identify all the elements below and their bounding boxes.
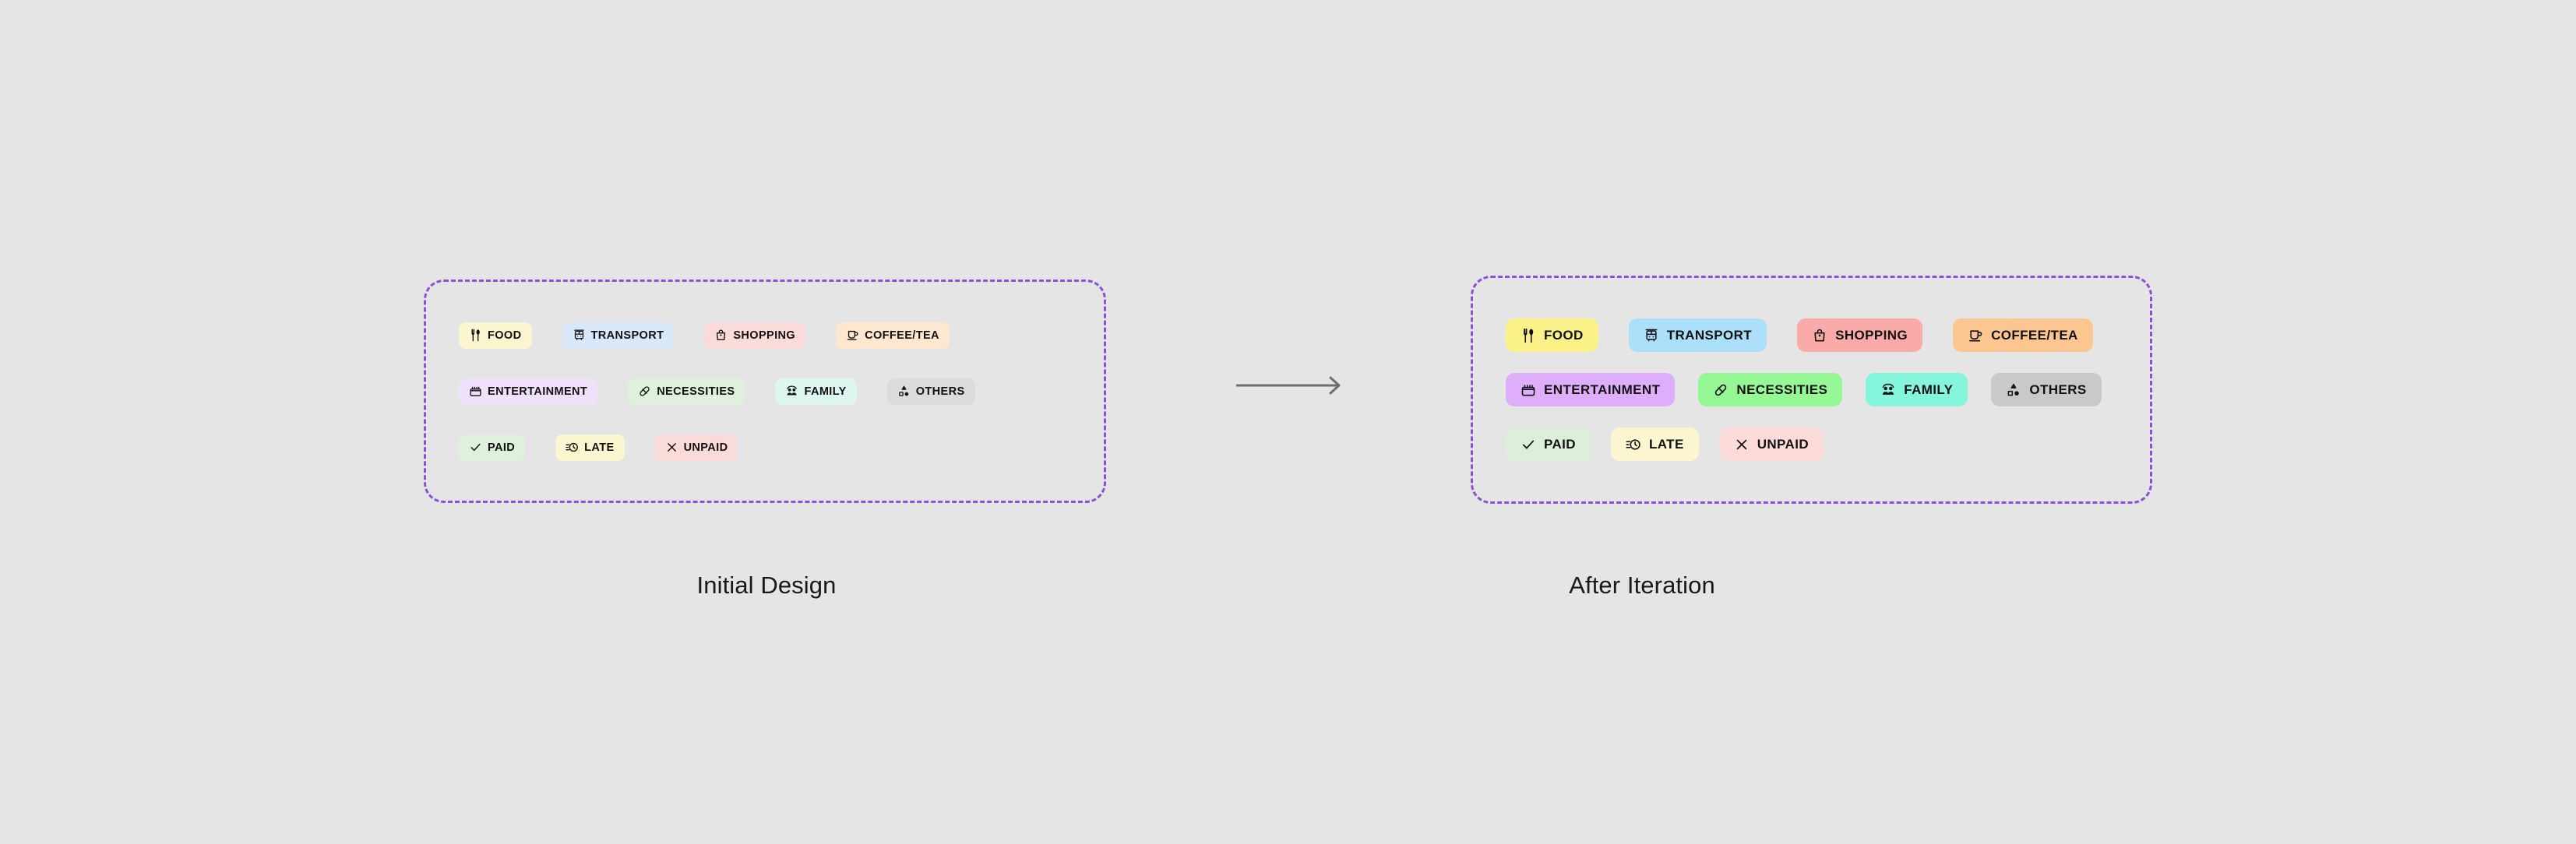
chip-label: NECESSITIES <box>1736 382 1828 397</box>
chip-shopping[interactable]: SHOPPING <box>704 322 806 349</box>
chip-label: OTHERS <box>2029 382 2087 397</box>
chip-label: ENTERTAINMENT <box>1544 382 1661 397</box>
chip-necessities[interactable]: NECESSITIES <box>1698 373 1843 406</box>
chip-unpaid[interactable]: UNPAID <box>1718 427 1824 461</box>
chip-paid[interactable]: PAID <box>459 434 526 461</box>
chip-label: SHOPPING <box>1835 327 1908 343</box>
chip-transport[interactable]: TRANSPORT <box>562 322 675 349</box>
fork-spoon-icon <box>469 329 482 342</box>
fork-spoon-icon <box>1521 328 1536 343</box>
check-icon <box>1521 437 1536 452</box>
clock-icon <box>566 441 579 454</box>
check-icon <box>469 441 482 454</box>
chip-label: NECESSITIES <box>657 385 735 398</box>
chip-label: TRANSPORT <box>1666 327 1753 343</box>
chip-label: FAMILY <box>804 385 847 398</box>
bus-icon <box>1644 328 1659 343</box>
chip-label: FAMILY <box>1904 382 1954 397</box>
chip-label: TRANSPORT <box>590 329 664 342</box>
chip-label: SHOPPING <box>733 329 796 342</box>
iteration-arrow-icon <box>1235 375 1348 396</box>
chip-transport[interactable]: TRANSPORT <box>1628 318 1767 352</box>
coffee-cup-icon <box>846 329 859 342</box>
chip-row-categories-1: FOOD TRANSPORT SHOPPING COFFEE/TEA <box>459 320 1104 351</box>
chip-label: COFFEE/TEA <box>865 329 939 342</box>
chip-family[interactable]: FAMILY <box>1866 373 1968 406</box>
chip-food[interactable]: FOOD <box>459 322 532 349</box>
chip-label: PAID <box>1544 436 1576 452</box>
chip-paid[interactable]: PAID <box>1506 427 1591 461</box>
chip-necessities[interactable]: NECESSITIES <box>628 378 745 405</box>
clock-icon <box>1626 437 1641 452</box>
chip-unpaid[interactable]: UNPAID <box>654 434 738 461</box>
chip-row-categories-1: FOOD TRANSPORT SHOPPING COFFEE/TEA <box>1506 318 2150 353</box>
shopping-bag-icon <box>1812 328 1827 343</box>
chip-label: FOOD <box>488 329 522 342</box>
chip-late[interactable]: LATE <box>555 434 625 461</box>
panel-initial-design: FOOD TRANSPORT SHOPPING COFFEE/TEA ENTERTAI… <box>424 280 1106 503</box>
coffee-cup-icon <box>1968 328 1983 343</box>
chip-label: OTHERS <box>915 385 965 398</box>
pill-icon <box>638 385 651 398</box>
shapes-icon <box>897 385 911 398</box>
bus-icon <box>573 329 586 342</box>
chip-label: ENTERTAINMENT <box>488 385 588 398</box>
caption-after-iteration: After Iteration <box>1569 571 1715 599</box>
chip-shopping[interactable]: SHOPPING <box>1797 318 1923 352</box>
chip-entertainment[interactable]: ENTERTAINMENT <box>459 378 598 405</box>
chip-label: UNPAID <box>1757 436 1810 452</box>
chip-row-categories-2: ENTERTAINMENT NECESSITIES FAMILY OTHERS <box>459 376 1104 407</box>
chip-coffee-tea[interactable]: COFFEE/TEA <box>836 322 950 349</box>
chip-food[interactable]: FOOD <box>1506 318 1598 352</box>
chip-label: FOOD <box>1544 327 1584 343</box>
cross-icon <box>1734 437 1750 452</box>
panel-after-iteration: FOOD TRANSPORT SHOPPING COFFEE/TEA ENTERTAI… <box>1471 276 2152 504</box>
chip-label: LATE <box>584 441 615 454</box>
cross-icon <box>665 441 678 454</box>
chip-others[interactable]: OTHERS <box>1991 373 2102 406</box>
clapperboard-icon <box>469 385 482 398</box>
chip-late[interactable]: LATE <box>1610 427 1699 461</box>
caption-initial-design: Initial Design <box>696 571 837 599</box>
chip-label: COFFEE/TEA <box>1991 327 2078 343</box>
shopping-bag-icon <box>714 329 728 342</box>
family-icon <box>785 385 798 398</box>
chip-label: UNPAID <box>683 441 728 454</box>
chip-entertainment[interactable]: ENTERTAINMENT <box>1506 373 1676 406</box>
clapperboard-icon <box>1521 382 1536 398</box>
shapes-icon <box>2006 382 2021 398</box>
chip-coffee-tea[interactable]: COFFEE/TEA <box>1953 318 2093 352</box>
chip-row-status: PAID LATE UNPAID <box>1506 427 2150 462</box>
pill-icon <box>1713 382 1728 398</box>
chip-row-status: PAID LATE UNPAID <box>459 432 1104 463</box>
chip-label: LATE <box>1648 436 1684 452</box>
family-icon <box>1880 382 1896 398</box>
chip-row-categories-2: ENTERTAINMENT NECESSITIES FAMILY OTHERS <box>1506 373 2150 407</box>
chip-others[interactable]: OTHERS <box>886 378 975 405</box>
chip-label: PAID <box>488 441 516 454</box>
chip-family[interactable]: FAMILY <box>775 378 857 405</box>
